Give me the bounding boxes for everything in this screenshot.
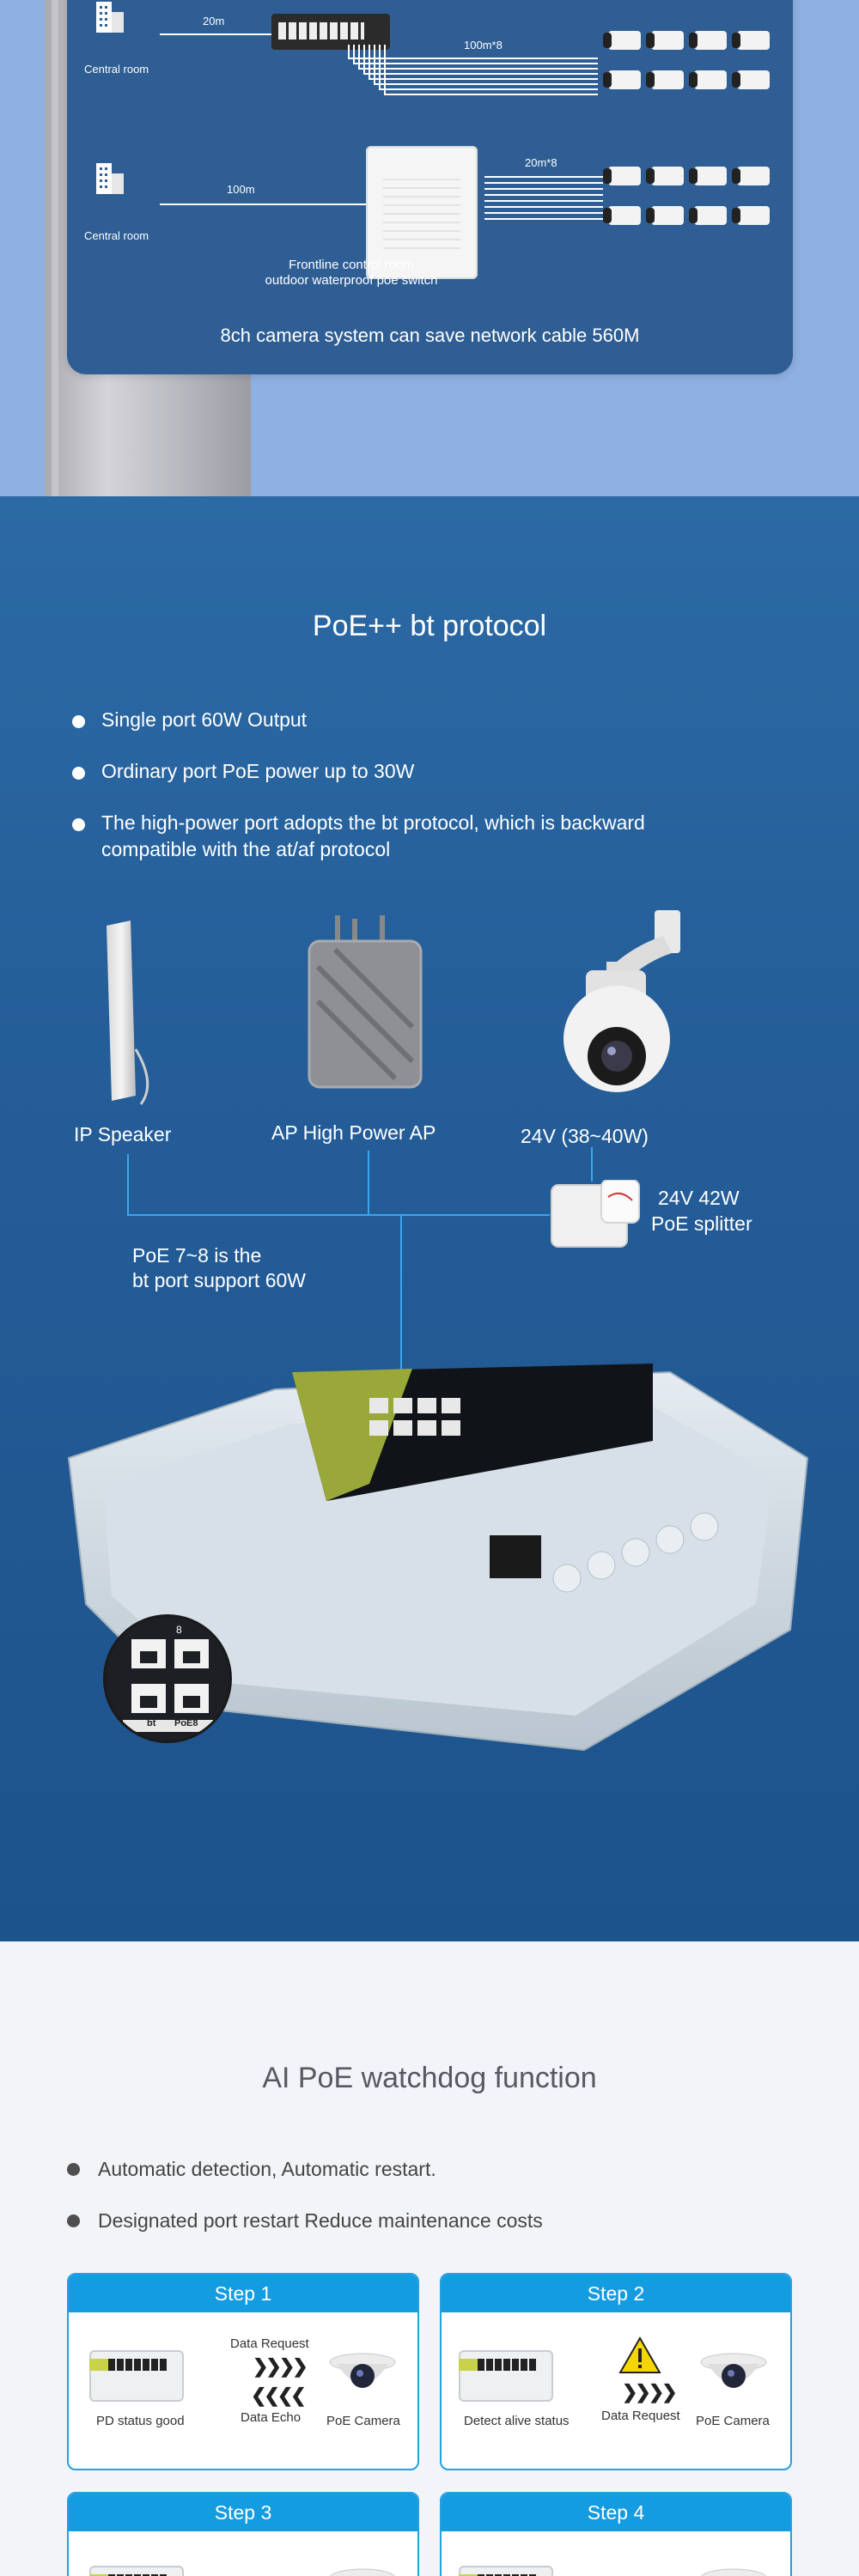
poe-switch-image [271, 14, 390, 50]
warning-icon [618, 2336, 661, 2373]
access-point-label: AP High Power AP [271, 1121, 436, 1144]
distance-label: 20m [203, 15, 225, 27]
bullet-camera-icon [689, 70, 727, 89]
bullet-camera-icon [689, 206, 727, 225]
step-card-2: Step 2 Detect alive status ❯❯❯❯ Data Req… [440, 2273, 792, 2470]
outdoor-enclosure-image [67, 1364, 809, 1752]
splitter-label: 24V 42W [658, 1187, 740, 1209]
camera-group [601, 161, 771, 235]
poe-switch-image [89, 2350, 184, 2402]
cable-line [160, 33, 275, 35]
bt-port-note: PoE 7~8 is the [132, 1244, 262, 1267]
ptz-camera-image [564, 910, 680, 1092]
dome-camera-icon [329, 2353, 396, 2388]
data-request-label: Data Request [230, 2336, 309, 2351]
feature-item: Designated port restart Reduce maintenan… [67, 2208, 543, 2233]
feature-list: Automatic detection, Automatic restart. … [67, 2156, 543, 2259]
bt-badge: bt [147, 1718, 156, 1728]
building-icon [96, 163, 124, 194]
cable-bundle [484, 176, 603, 220]
dome-camera-icon [701, 2568, 766, 2576]
control-room-sublabel: outdoor waterproof poe switch [265, 273, 438, 288]
feature-item: Automatic detection, Automatic restart. [67, 2156, 543, 2182]
bt-port-note-line2: bt port support 60W [132, 1269, 306, 1291]
bullet-camera-icon [603, 31, 641, 50]
data-request-label: Data Request [601, 2409, 680, 2423]
poe-switch-image [89, 2566, 184, 2576]
distance-label: 100m [227, 183, 255, 196]
port-number: 8 [176, 1624, 182, 1636]
step-title: Step 2 [442, 2275, 790, 2312]
building-icon [96, 2, 124, 33]
network-diagram-card: Central room 20m 100m*8 Central r [67, 0, 793, 374]
poe-splitter-image [551, 1180, 640, 1248]
ip-speaker-image [107, 920, 149, 1105]
detect-status-label: Detect alive status [464, 2414, 570, 2428]
watchdog-section: AI PoE watchdog function Automatic detec… [0, 1941, 859, 2576]
connection-wire [400, 1214, 550, 1216]
bullet-camera-icon [603, 206, 641, 225]
connection-wire [368, 1151, 369, 1216]
bullet-camera-icon [646, 70, 684, 89]
bullet-camera-icon [646, 206, 684, 225]
poe-switch-image [459, 2566, 553, 2576]
ip-speaker-label: IP Speaker [74, 1123, 172, 1145]
connection-wire [127, 1214, 402, 1216]
feature-item: The high-power port adopts the bt protoc… [70, 810, 723, 863]
step-title: Step 3 [69, 2494, 417, 2531]
network-saving-section: Central room 20m 100m*8 Central r [0, 0, 859, 496]
bullet-camera-icon [603, 167, 641, 185]
camera-group [601, 26, 771, 100]
outdoor-switch-image [366, 146, 478, 279]
step-card-1: Step 1 PD status good Data Request ❯❯❯❯ … [67, 2273, 419, 2470]
bullet-camera-icon [646, 167, 684, 185]
pd-status-label: PD status good [96, 2414, 185, 2428]
feature-list: Single port 60W Output Ordinary port PoE… [70, 707, 723, 888]
cable-length-label: 100m*8 [464, 39, 503, 52]
step-title: Step 4 [442, 2494, 790, 2531]
step-title: Step 1 [69, 2275, 417, 2312]
feature-item: Single port 60W Output [70, 707, 723, 733]
bullet-camera-icon [689, 167, 727, 185]
bullet-camera-icon [646, 31, 684, 50]
central-room-label: Central room [84, 63, 149, 76]
poe-bt-section: PoE++ bt protocol Single port 60W Output… [0, 496, 859, 1941]
control-room-label: Frontline control room [289, 258, 414, 272]
cable-line [160, 204, 423, 205]
port-zoom-circle: bt PoE8 8 [103, 1614, 232, 1743]
step-card-3: Step 3 [67, 2492, 419, 2576]
poe-camera-label: PoE Camera [326, 2414, 400, 2428]
splitter-sublabel: PoE splitter [651, 1212, 752, 1235]
section-title: PoE++ bt protocol [312, 610, 547, 642]
dome-camera-icon [700, 2353, 767, 2388]
connection-wire [127, 1154, 129, 1216]
connection-wire [400, 1214, 402, 1425]
dome-camera-icon [330, 2568, 395, 2576]
poe-switch-image [459, 2350, 553, 2402]
connection-wire [591, 1147, 593, 1182]
arrow-left-icon: ❮❮❮❮ [251, 2385, 307, 2406]
bullet-camera-icon [732, 167, 770, 185]
savings-summary: 8ch camera system can save network cable… [220, 325, 640, 346]
cable-length-label: 20m*8 [525, 156, 557, 169]
bullet-camera-icon [689, 31, 727, 50]
rj45-port-icon [106, 1617, 229, 1741]
port-label: PoE8 [174, 1718, 198, 1728]
bullet-camera-icon [732, 206, 770, 225]
bullet-camera-icon [603, 70, 641, 89]
access-point-image [308, 915, 423, 1089]
data-echo-label: Data Echo [241, 2410, 302, 2425]
poe-camera-label: PoE Camera [696, 2414, 770, 2428]
step-card-4: Step 4 [440, 2492, 792, 2576]
arrow-right-icon: ❯❯❯❯ [253, 2355, 308, 2377]
ptz-camera-label: 24V (38~40W) [521, 1125, 649, 1147]
arrow-right-icon: ❯❯❯❯ [622, 2381, 678, 2403]
bullet-camera-icon [732, 70, 770, 89]
cable-bundle [348, 45, 598, 95]
feature-item: Ordinary port PoE power up to 30W [70, 758, 723, 785]
central-room-label: Central room [84, 229, 149, 242]
section-title: AI PoE watchdog function [262, 2062, 597, 2094]
bullet-camera-icon [732, 31, 770, 50]
